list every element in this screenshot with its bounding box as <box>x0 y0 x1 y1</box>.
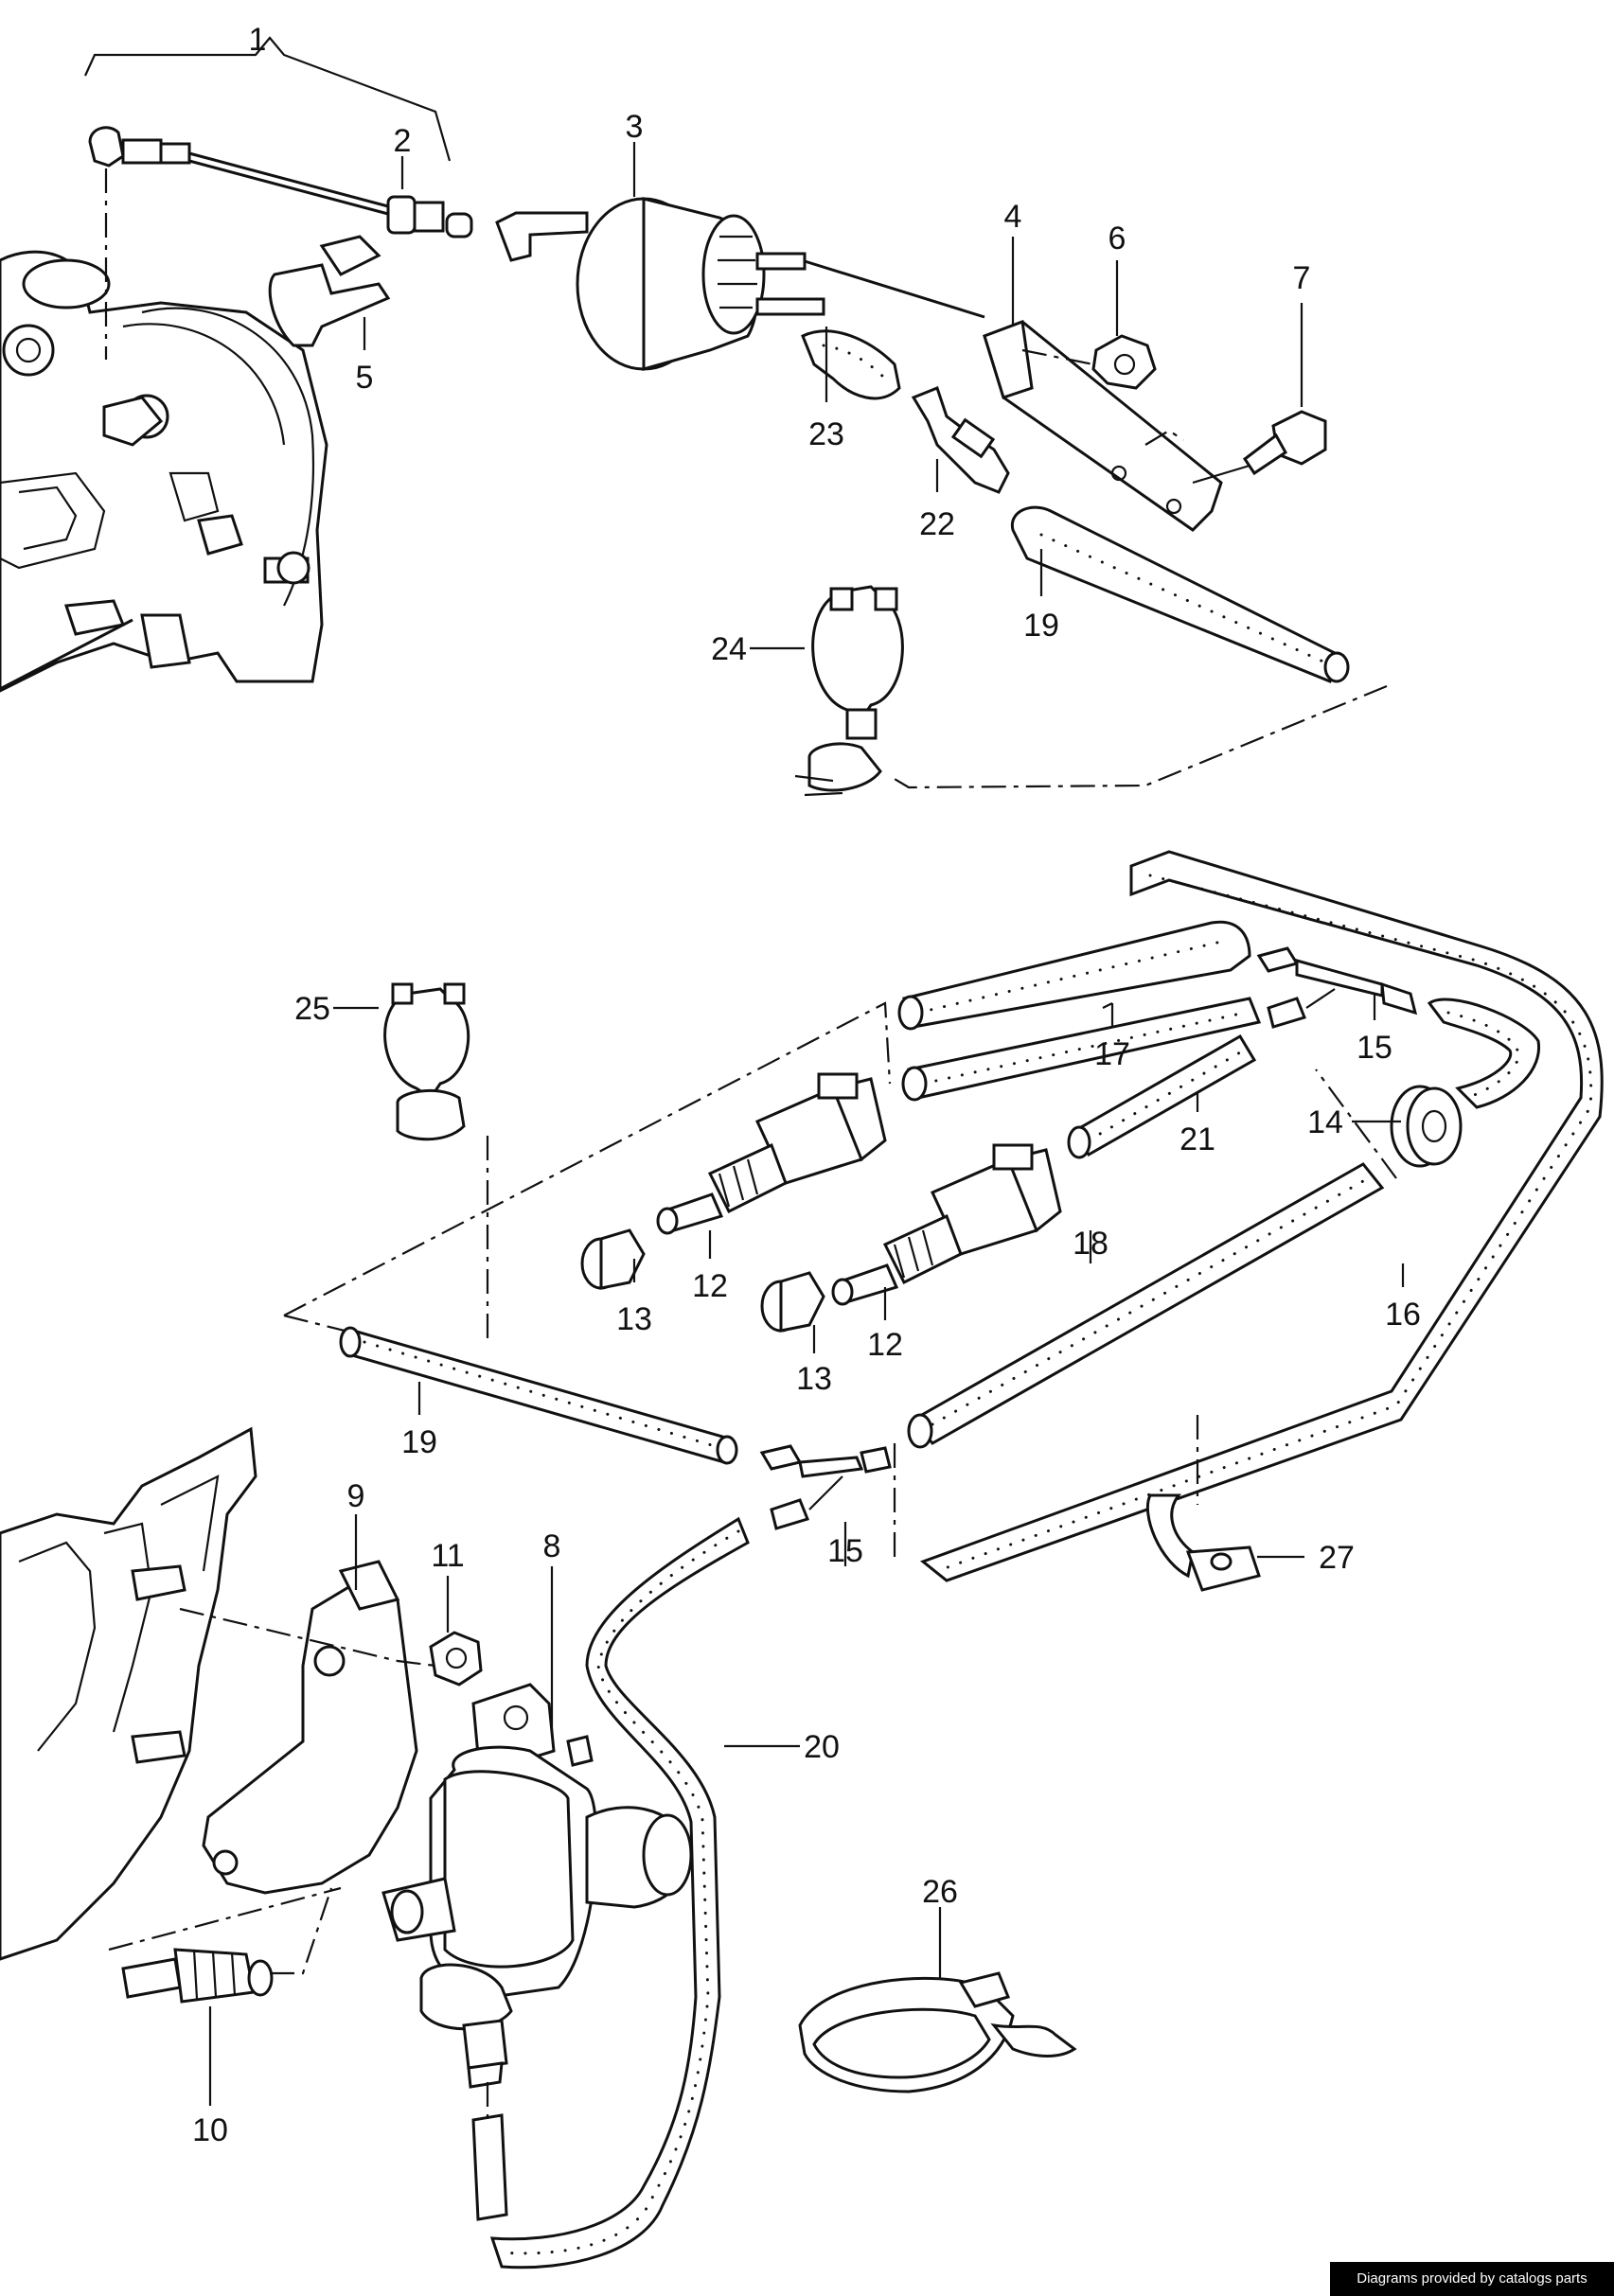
part-21-hose <box>1067 1033 1257 1159</box>
callout-2: 2 <box>394 123 412 159</box>
part-9-bracket <box>179 1560 436 1895</box>
callout-12-upper: 12 <box>692 1268 728 1304</box>
leader-lines <box>208 142 1405 2106</box>
part-18-hose <box>907 1162 1385 1449</box>
part-14-grommet <box>1390 1085 1463 1168</box>
callout-15-upper: 15 <box>1357 1030 1392 1066</box>
part-20-hose <box>471 1516 750 2270</box>
part-15-connector-lower <box>759 1444 892 1530</box>
part-8-valve <box>381 1683 693 2089</box>
callout-19-lower: 19 <box>401 1424 437 1460</box>
callout-23: 23 <box>808 416 844 452</box>
callout-labels: 1 2 3 4 5 6 7 8 9 10 11 12 12 13 13 14 1… <box>192 22 1421 2148</box>
callout-14: 14 <box>1307 1104 1343 1140</box>
part-23-hose <box>801 329 901 400</box>
part-22-fitting <box>911 386 1010 494</box>
callout-7: 7 <box>1293 260 1311 296</box>
callout-13-upper: 13 <box>616 1301 652 1337</box>
part-7-bolt <box>1192 410 1327 485</box>
callout-18: 18 <box>1073 1226 1109 1262</box>
callout-6: 6 <box>1109 221 1126 256</box>
part-26-clamp <box>798 1971 1077 2093</box>
part-13-cap-upper <box>580 1228 646 1290</box>
part-24-clamp <box>794 585 904 797</box>
callout-25: 25 <box>294 991 330 1027</box>
callout-20: 20 <box>804 1729 840 1765</box>
callout-21: 21 <box>1179 1122 1215 1157</box>
part-15-connector-upper <box>1256 946 1418 1029</box>
part-13-cap-lower <box>760 1271 825 1333</box>
part-17-hoses <box>897 920 1262 1102</box>
part-16-u-hose <box>919 850 1604 1582</box>
engine-block <box>0 250 328 693</box>
callout-9: 9 <box>347 1478 365 1514</box>
part-6-nut <box>1021 334 1157 390</box>
part-27-clip <box>1145 1493 1261 1592</box>
callout-3: 3 <box>626 109 644 145</box>
part-12-switch-upper <box>656 1072 887 1235</box>
callout-27: 27 <box>1319 1540 1355 1576</box>
callout-4: 4 <box>1004 199 1022 235</box>
part-19-hose-upper <box>889 505 1388 789</box>
part-3-actuator <box>495 197 985 371</box>
callout-26: 26 <box>922 1874 958 1910</box>
part-1-cable <box>83 36 473 360</box>
part-10-fitting <box>108 1886 342 2004</box>
callout-15-lower: 15 <box>827 1533 863 1569</box>
part-4-bracket <box>983 319 1223 532</box>
callout-13-lower: 13 <box>796 1361 832 1397</box>
callout-17: 17 <box>1094 1036 1130 1072</box>
callout-19-upper: 19 <box>1023 608 1059 644</box>
callout-10: 10 <box>192 2112 228 2148</box>
body-panel <box>0 1426 257 1961</box>
callout-5: 5 <box>356 360 374 396</box>
callout-22: 22 <box>919 506 955 542</box>
callout-8: 8 <box>543 1528 561 1564</box>
part-5-clip <box>268 235 391 347</box>
part-11-nut <box>429 1631 483 1687</box>
part-12-switch-lower <box>831 1143 1062 1306</box>
callout-16: 16 <box>1385 1297 1421 1333</box>
hose-right-short <box>1427 998 1541 1109</box>
credit-banner: Diagrams provided by catalogs parts <box>1330 2262 1614 2296</box>
part-19-hose-lower <box>339 1326 738 1465</box>
callout-12-lower: 12 <box>867 1327 903 1363</box>
callout-11: 11 <box>431 1538 464 1574</box>
callout-24: 24 <box>711 631 747 667</box>
callout-1: 1 <box>249 22 267 58</box>
part-25-clamp <box>383 982 470 1141</box>
